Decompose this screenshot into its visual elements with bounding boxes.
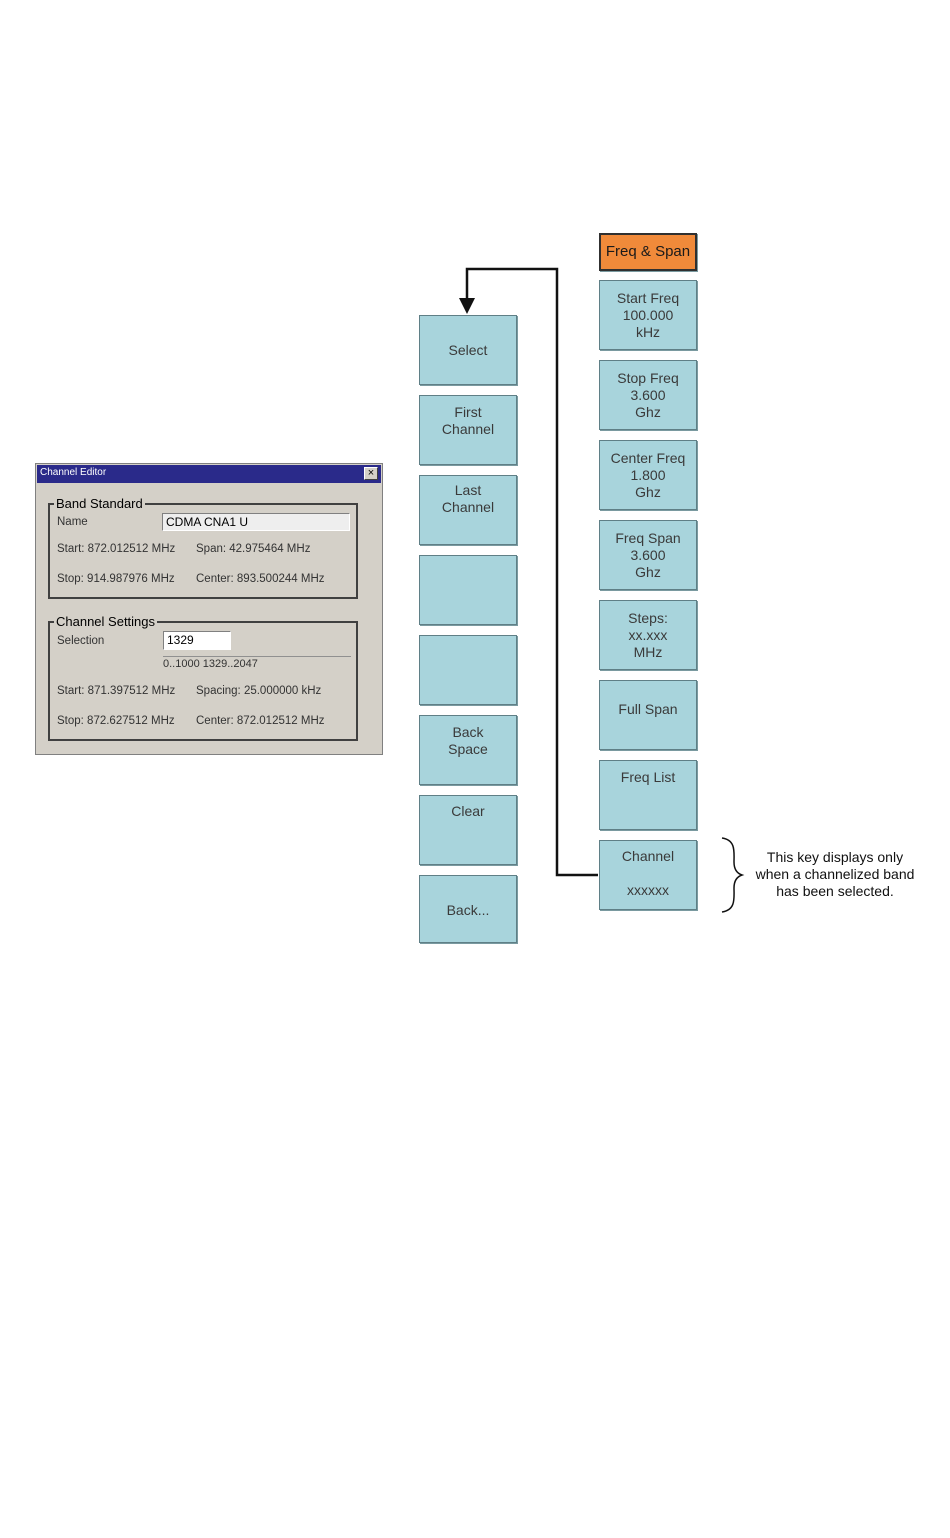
stop-freq-key-line1: Stop Freq <box>617 370 679 386</box>
first-channel-key-line2: Channel <box>441 421 495 437</box>
freq-span-menu-header: Freq & Span <box>599 233 697 271</box>
start-freq-key-line1: Start Freq <box>616 290 680 306</box>
steps-key-line2: xx.xxx <box>628 627 668 643</box>
dialog-title: Channel Editor <box>40 467 107 478</box>
select-key[interactable]: Select <box>419 315 517 385</box>
freq-span-key-line1: Freq Span <box>615 530 681 546</box>
start-freq-key[interactable]: Start Freq 100.000 kHz <box>599 280 697 350</box>
freq-span-header-label: Freq & Span <box>605 243 691 260</box>
steps-key-line3: MHz <box>633 644 663 660</box>
channel-key-line2 <box>600 865 696 882</box>
center-freq-key-line2: 1.800 <box>630 467 666 483</box>
blank-key-1[interactable] <box>419 555 517 625</box>
back-key-label: Back... <box>446 902 490 918</box>
start-freq-key-line3: kHz <box>635 324 661 340</box>
selection-label: Selection <box>57 635 105 647</box>
freq-span-key[interactable]: Freq Span 3.600 Ghz <box>599 520 697 590</box>
band-standard-legend: Band Standard <box>54 496 145 511</box>
band-stop-text: Stop: 914.987976 MHz <box>57 573 175 585</box>
channel-spacing-text: Spacing: 25.000000 kHz <box>196 685 322 697</box>
full-span-key[interactable]: Full Span <box>599 680 697 750</box>
band-span-text: Span: 42.975464 MHz <box>196 543 311 555</box>
freq-span-key-line3: Ghz <box>635 564 661 580</box>
center-freq-key[interactable]: Center Freq 1.800 Ghz <box>599 440 697 510</box>
channel-key[interactable]: Channel xxxxxx <box>599 840 697 910</box>
clear-key-label: Clear <box>451 803 485 819</box>
first-channel-key[interactable]: First Channel <box>419 395 517 465</box>
band-center-text: Center: 893.500244 MHz <box>196 573 325 585</box>
dialog-titlebar: Channel Editor × <box>37 465 381 483</box>
channel-stop-text: Stop: 872.627512 MHz <box>57 715 175 727</box>
first-channel-key-line1: First <box>454 404 482 420</box>
stop-freq-key-line2: 3.600 <box>630 387 666 403</box>
close-icon[interactable]: × <box>364 467 378 480</box>
stop-freq-key-line3: Ghz <box>635 404 661 420</box>
start-freq-key-line2: 100.000 <box>622 307 674 323</box>
center-freq-key-line3: Ghz <box>635 484 661 500</box>
channel-editor-dialog: Channel Editor × Band Standard Name CDMA… <box>35 463 383 755</box>
last-channel-key-line1: Last <box>454 482 482 498</box>
channel-key-line3: xxxxxx <box>627 882 669 898</box>
freq-list-key[interactable]: Freq List <box>599 760 697 830</box>
channel-settings-group: Channel Settings Selection 1329 0..1000 … <box>48 614 358 741</box>
stop-freq-key[interactable]: Stop Freq 3.600 Ghz <box>599 360 697 430</box>
band-start-text: Start: 872.012512 MHz <box>57 543 176 555</box>
back-key[interactable]: Back... <box>419 875 517 943</box>
back-space-key-line2: Space <box>448 741 488 757</box>
channel-center-text: Center: 872.012512 MHz <box>196 715 325 727</box>
channel-key-line1: Channel <box>621 848 675 864</box>
band-name-label: Name <box>57 516 88 528</box>
freq-span-key-line2: 3.600 <box>630 547 666 563</box>
full-span-key-label: Full Span <box>618 701 678 717</box>
steps-key[interactable]: Steps: xx.xxx MHz <box>599 600 697 670</box>
selection-input[interactable]: 1329 <box>163 631 231 650</box>
channel-start-text: Start: 871.397512 MHz <box>57 685 176 697</box>
steps-key-line1: Steps: <box>628 610 668 626</box>
freq-list-key-label: Freq List <box>620 769 676 785</box>
band-standard-group: Band Standard Name CDMA CNA1 U Start: 87… <box>48 496 358 599</box>
select-key-label: Select <box>448 342 488 358</box>
clear-key[interactable]: Clear <box>419 795 517 865</box>
channel-key-note: This key displays only when a channelize… <box>755 849 915 899</box>
selection-range-hint: 0..1000 1329..2047 <box>163 656 351 672</box>
center-freq-key-line1: Center Freq <box>610 450 686 466</box>
last-channel-key-line2: Channel <box>441 499 495 515</box>
back-space-key[interactable]: Back Space <box>419 715 517 785</box>
blank-key-2[interactable] <box>419 635 517 705</box>
channel-settings-legend: Channel Settings <box>54 614 158 629</box>
band-name-field[interactable]: CDMA CNA1 U <box>162 513 350 531</box>
back-space-key-line1: Back <box>452 724 484 740</box>
last-channel-key[interactable]: Last Channel <box>419 475 517 545</box>
